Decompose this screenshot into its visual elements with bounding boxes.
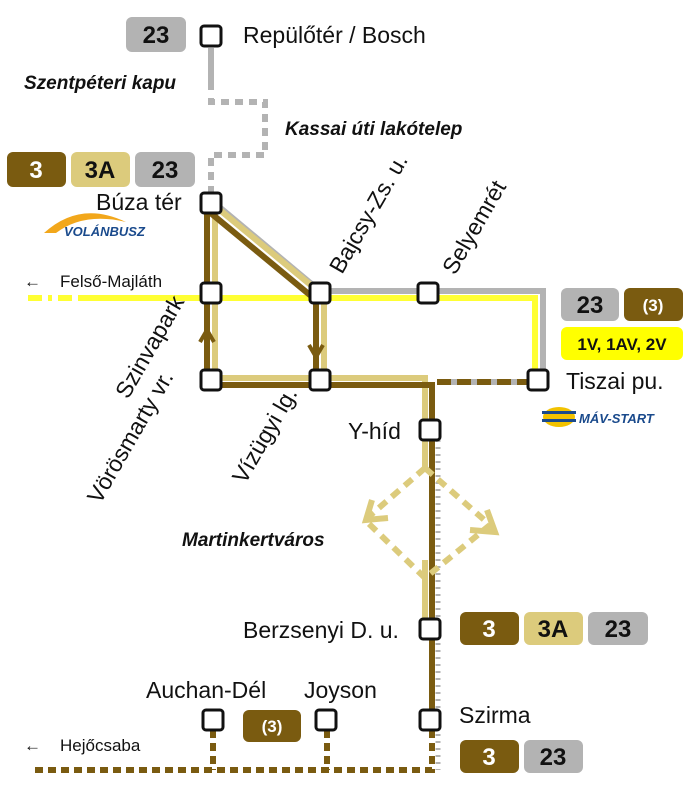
area-martinkertvaros: Martinkertváros: [182, 530, 325, 551]
svg-text:VOLÁNBUSZ: VOLÁNBUSZ: [64, 224, 146, 239]
mav-start-logo: MÁV-START: [542, 407, 655, 427]
stop-joyson[interactable]: [314, 708, 338, 732]
badge-szirma-23: 23: [524, 740, 583, 773]
direction-hejocsaba-arrow: ←: [24, 736, 41, 755]
line-3a: [212, 203, 428, 622]
svg-text:3: 3: [482, 744, 495, 771]
svg-text:23: 23: [605, 616, 632, 643]
label-vizugyi: Vízügyi lg.: [227, 383, 303, 488]
badge-berz-23: 23: [588, 612, 648, 645]
stop-szirma[interactable]: [418, 708, 442, 732]
svg-text:23: 23: [143, 22, 170, 49]
label-tiszai: Tiszai pu.: [566, 368, 664, 394]
label-joyson: Joyson: [304, 677, 377, 703]
direction-arrow-vizugyi: [307, 343, 325, 361]
svg-text:3A: 3A: [538, 616, 569, 643]
svg-text:3: 3: [482, 616, 495, 643]
badge-tiszai-trams: 1V, 1AV, 2V: [561, 327, 683, 360]
svg-text:1V, 1AV, 2V: 1V, 1AV, 2V: [577, 335, 667, 354]
stop-berzsenyi[interactable]: [418, 617, 442, 641]
label-auchan: Auchan-Dél: [146, 677, 266, 703]
label-repuloter: Repülőtér / Bosch: [243, 22, 426, 48]
label-selyemret: Selyemrét: [437, 175, 512, 278]
stop-vorosmarty[interactable]: [199, 368, 223, 392]
badge-top-23: 23: [126, 17, 186, 52]
stop-selyemret[interactable]: [416, 281, 440, 305]
loop-arrow-right: [469, 508, 500, 536]
svg-text:MÁV-START: MÁV-START: [579, 411, 655, 426]
line-23-north: [208, 48, 268, 200]
stop-bajcsy[interactable]: [308, 281, 332, 305]
label-szirma: Szirma: [459, 702, 531, 728]
svg-text:23: 23: [577, 292, 604, 319]
stop-szinvapark[interactable]: [199, 281, 223, 305]
label-buza-ter: Búza tér: [96, 189, 182, 215]
direction-felso-majlath: Felső-Majláth: [60, 272, 162, 291]
stop-tiszai[interactable]: [526, 368, 550, 392]
volanbusz-logo: VOLÁNBUSZ: [44, 213, 146, 239]
martinkertvaros-loop: [360, 465, 495, 583]
badge-szirma-3: 3: [460, 740, 519, 773]
direction-arrow-szinvapark: [198, 326, 216, 344]
badge-buza-3: 3: [7, 152, 66, 187]
direction-hejocsaba: Hejőcsaba: [60, 736, 141, 755]
stop-markers: [199, 24, 550, 732]
stop-repuloter[interactable]: [199, 24, 223, 48]
loop-arrow-left: [361, 499, 389, 524]
badge-buza-3a: 3A: [71, 152, 130, 187]
label-y-hid: Y-híd: [348, 418, 401, 444]
line-23-center: [209, 197, 546, 385]
line-tram-yellow: [28, 295, 538, 378]
svg-text:3: 3: [29, 157, 42, 184]
area-szentpeteri: Szentpéteri kapu: [24, 73, 176, 94]
direction-felso-majlath-arrow: ←: [24, 272, 41, 291]
badge-berz-3a: 3A: [524, 612, 583, 645]
badge-tiszai-23: 23: [561, 288, 619, 321]
stop-buza-ter[interactable]: [199, 191, 223, 215]
badge-buza-23: 23: [135, 152, 195, 187]
stop-auchan[interactable]: [201, 708, 225, 732]
stop-vizugyi[interactable]: [308, 368, 332, 392]
svg-text:23: 23: [152, 157, 179, 184]
svg-text:23: 23: [540, 744, 567, 771]
stop-y-hid[interactable]: [418, 418, 442, 442]
badge-auchan-3p: (3): [243, 710, 301, 742]
area-kassai: Kassai úti lakótelep: [285, 119, 462, 140]
label-bajcsy: Bajcsy-Zs. u.: [324, 149, 413, 277]
svg-text:(3): (3): [643, 296, 664, 315]
badge-berz-3: 3: [460, 612, 519, 645]
label-berzsenyi: Berzsenyi D. u.: [243, 617, 399, 643]
svg-text:(3): (3): [262, 717, 283, 736]
svg-text:3A: 3A: [85, 157, 116, 184]
badge-tiszai-3p: (3): [624, 288, 683, 321]
